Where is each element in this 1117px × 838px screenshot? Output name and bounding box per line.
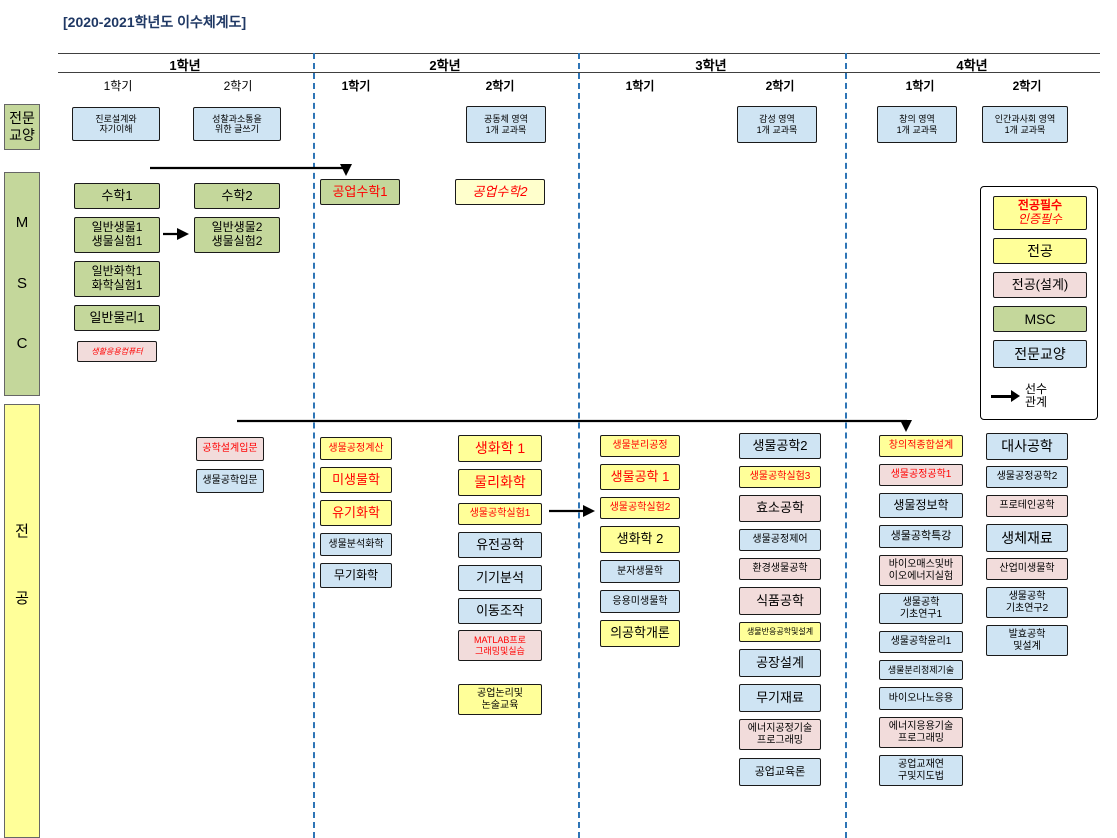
legend-major: 전공	[993, 238, 1087, 264]
course-box: 의공학개론	[600, 620, 680, 647]
course-box: 대사공학	[986, 433, 1068, 460]
year-separator-3-4	[845, 53, 847, 838]
course-box: 생물공학실험1	[458, 503, 542, 525]
course-box: 미생물학	[320, 467, 392, 493]
row-label-major: 전 공	[4, 404, 40, 838]
course-box: 공업수학2	[455, 179, 545, 205]
course-box: 생물공정제어	[739, 529, 821, 551]
course-box: 수학2	[194, 183, 280, 209]
year-separator-2-3	[578, 53, 580, 838]
course-box: 생물공학 1	[600, 464, 680, 490]
course-box: 생활응용컴퓨터	[77, 341, 157, 362]
row-label-general-education: 전문 교양	[4, 104, 40, 150]
legend-major-design: 전공(설계)	[993, 272, 1087, 298]
course-box: 공동체 영역 1개 교과목	[466, 106, 546, 143]
sem-label-y2s2: 2학기	[485, 79, 515, 93]
course-box: 발효공학 및설계	[986, 625, 1068, 656]
course-box: 생물분리공정	[600, 435, 680, 457]
course-box: 공업교육론	[739, 758, 821, 786]
course-box: 생물공학2	[739, 433, 821, 459]
course-box: 성찰과소통을 위한 글쓰기	[193, 107, 281, 141]
course-box: 생물공학실험2	[600, 497, 680, 519]
course-box: 인간과사회 영역 1개 교과목	[982, 106, 1068, 143]
year-separator-1-2	[313, 53, 315, 838]
course-box: 생물분리정제기술	[879, 660, 963, 680]
legend-required: 전공필수 인증필수	[993, 196, 1087, 230]
course-box: 감성 영역 1개 교과목	[737, 106, 817, 143]
course-box: 에너지응용기술 프로그래밍	[879, 717, 963, 748]
course-box: 일반생물2 생물실험2	[194, 217, 280, 253]
course-box: 생물공학 기초연구2	[986, 587, 1068, 618]
sem-label-y2s1: 1학기	[341, 79, 371, 93]
course-box: 생물분석화학	[320, 533, 392, 556]
course-box: 바이오매스및바 이오에너지실험	[879, 555, 963, 586]
prereq-arrow-design-to-capstone	[237, 419, 912, 432]
course-box: 환경생물공학	[739, 558, 821, 580]
row-label-msc: M S C	[4, 172, 40, 396]
course-box: 생물반응공학및설계	[739, 622, 821, 642]
course-box: 분자생물학	[600, 560, 680, 583]
course-box: 생물공학실험3	[739, 466, 821, 488]
course-box: 생물공학윤리1	[879, 631, 963, 653]
course-box: 창의 영역 1개 교과목	[877, 106, 957, 143]
course-box: 생물공정공학2	[986, 466, 1068, 488]
legend-msc: MSC	[993, 306, 1087, 332]
legend-prereq: 선수 관계	[991, 379, 1091, 413]
course-box: 무기재료	[739, 684, 821, 712]
course-box: 생물공정공학1	[879, 464, 963, 486]
prereq-label: 선수 관계	[1025, 381, 1048, 409]
course-box: 효소공학	[739, 495, 821, 522]
course-box: 생물정보학	[879, 493, 963, 518]
sem-label-y4s1: 1학기	[905, 79, 935, 93]
course-box: 생물공학 기초연구1	[879, 593, 963, 624]
course-box: 일반생물1 생물실험1	[74, 217, 160, 253]
year-label-2: 2학년	[429, 58, 461, 73]
course-box: MATLAB프로 그래밍및실습	[458, 630, 542, 661]
course-box: 생체재료	[986, 524, 1068, 552]
sem-label-y1s2: 2학기	[223, 79, 253, 93]
course-box: 생물공정계산	[320, 437, 392, 460]
course-box: 공학설계입문	[196, 437, 264, 461]
course-box: 생물공학특강	[879, 525, 963, 548]
year-label-4: 4학년	[956, 58, 988, 73]
course-box: 응용미생물학	[600, 590, 680, 613]
course-box: 수학1	[74, 183, 160, 209]
course-box: 생물공학입문	[196, 469, 264, 493]
course-box: 물리화학	[458, 469, 542, 496]
course-box: 산업미생물학	[986, 558, 1068, 580]
course-box: 이동조작	[458, 598, 542, 624]
course-box: 에너지공정기술 프로그래밍	[739, 719, 821, 750]
legend: 전공필수 인증필수 전공 전공(설계) MSC 전문교양 선수 관계	[980, 186, 1098, 420]
year-label-3: 3학년	[695, 58, 727, 73]
course-box: 생화학 1	[458, 435, 542, 462]
course-box: 유전공학	[458, 532, 542, 558]
sem-label-y1s1: 1학기	[103, 79, 133, 93]
course-box: 유기화학	[320, 500, 392, 526]
year-label-1: 1학년	[169, 58, 201, 73]
sem-label-y3s2: 2학기	[765, 79, 795, 93]
course-box: 일반물리1	[74, 305, 160, 331]
sem-label-y4s2: 2학기	[1012, 79, 1042, 93]
legend-required-line2: 인증필수	[1017, 212, 1063, 226]
course-box: 공업수학1	[320, 179, 400, 205]
course-box: 진로설계와 자기이해	[72, 107, 160, 141]
course-box: 바이오나노응용	[879, 687, 963, 710]
course-box: 창의적종합설계	[879, 435, 963, 457]
course-box: 공업논리및 논술교육	[458, 684, 542, 715]
course-box: 공장설계	[739, 649, 821, 677]
course-box: 식품공학	[739, 587, 821, 615]
prereq-arrow-icon	[991, 390, 1020, 402]
page-title: [2020-2021학년도 이수체계도]	[63, 14, 247, 30]
course-box: 기기분석	[458, 565, 542, 591]
course-box: 공업교재연 구및지도법	[879, 755, 963, 786]
course-box: 무기화학	[320, 563, 392, 588]
legend-general-education: 전문교양	[993, 340, 1087, 368]
course-box: 일반화학1 화학실험1	[74, 261, 160, 297]
course-box: 생화학 2	[600, 526, 680, 553]
sem-label-y3s1: 1학기	[625, 79, 655, 93]
legend-required-line1: 전공필수	[1017, 198, 1063, 213]
prereq-arrow-math-to-engmath	[150, 164, 352, 176]
course-box: 프로테인공학	[986, 495, 1068, 517]
